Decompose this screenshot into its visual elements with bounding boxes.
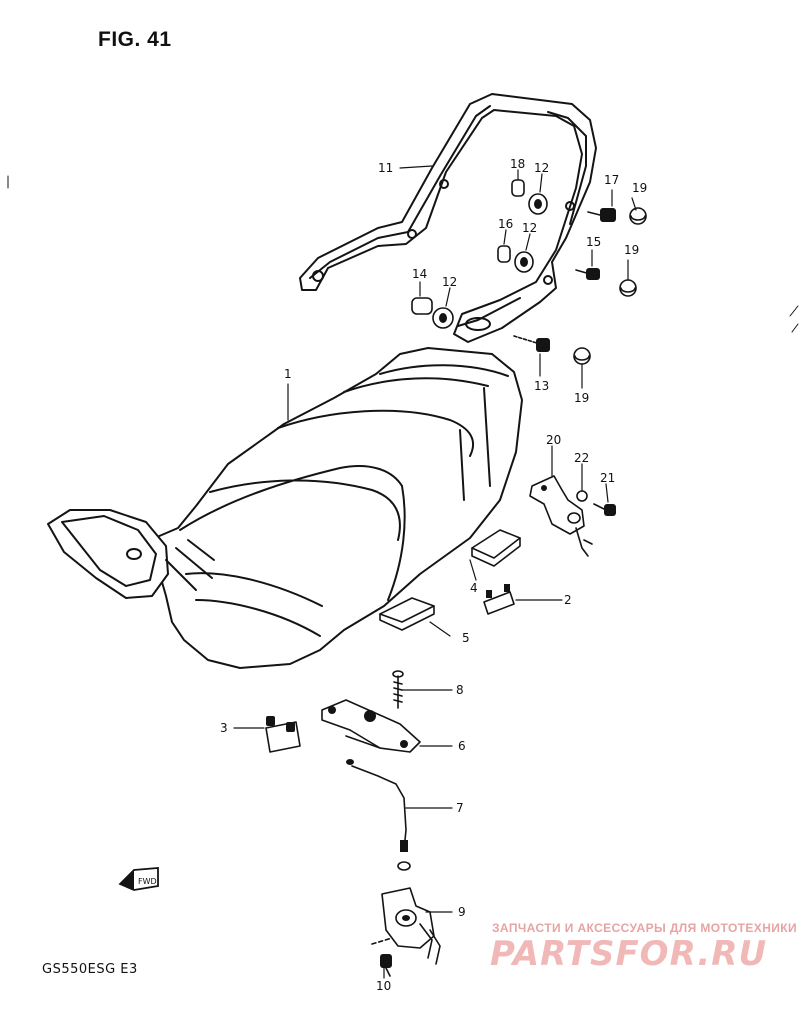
collar-16 — [497, 245, 511, 263]
callout-18: 18 — [510, 157, 525, 171]
callout-16: 16 — [498, 217, 513, 231]
callout-19-upper: 19 — [632, 181, 647, 195]
callout-19-lower: 19 — [574, 391, 589, 405]
callout-1: 1 — [284, 367, 292, 381]
fwd-label: FWD — [138, 877, 157, 886]
callout-13: 13 — [534, 379, 549, 393]
key-10 — [380, 954, 392, 977]
callout-4: 4 — [470, 581, 478, 595]
callout-15: 15 — [586, 235, 601, 249]
pad-4 — [471, 529, 521, 567]
cushion-12-lower — [432, 307, 454, 329]
damper-2 — [483, 584, 515, 615]
leader-lines — [233, 165, 637, 979]
callout-12-lower: 12 — [442, 275, 457, 289]
cushion-12-middle — [514, 251, 534, 273]
callout-labels: 11 1 2 3 4 5 6 7 8 9 10 18 12 16 12 14 1… — [220, 157, 647, 993]
cap-19-lower — [573, 347, 591, 365]
grab-rail — [299, 93, 597, 343]
watermark-tagline: ЗАПЧАСТИ И АКСЕССУАРЫ ДЛЯ МОТОТЕХНИКИ — [492, 921, 798, 935]
callout-3: 3 — [220, 721, 228, 735]
bolt-15 — [575, 268, 600, 280]
callout-20: 20 — [546, 433, 561, 447]
figure-title: FIG. 41 — [98, 28, 172, 51]
callout-6: 6 — [458, 739, 466, 753]
callout-11: 11 — [378, 161, 393, 175]
screw-8 — [392, 670, 404, 709]
forward-arrow-icon: FWD — [118, 867, 159, 891]
callout-9: 9 — [458, 905, 466, 919]
seat-hinge-6 — [321, 699, 421, 753]
scan-edge-marks — [7, 175, 799, 333]
collar-14 — [411, 297, 433, 315]
callout-12-upper: 12 — [534, 161, 549, 175]
callout-12-middle: 12 — [522, 221, 537, 235]
damper-3 — [265, 716, 301, 753]
cap-19-middle — [619, 279, 637, 297]
cushion-12-upper — [528, 193, 548, 215]
callout-14: 14 — [412, 267, 427, 281]
bolt-13 — [513, 335, 550, 352]
seat-assembly — [47, 347, 523, 669]
collar-18 — [511, 179, 525, 197]
callout-17: 17 — [604, 173, 619, 187]
callout-21: 21 — [600, 471, 615, 485]
cushion-5 — [379, 597, 435, 631]
seat-lock-9 — [371, 887, 441, 965]
callout-10: 10 — [376, 979, 391, 993]
bolt-17 — [587, 208, 616, 222]
washer-22 — [576, 490, 588, 502]
callout-19-middle: 19 — [624, 243, 639, 257]
cap-19-upper — [629, 207, 647, 225]
callout-2: 2 — [564, 593, 572, 607]
callout-5: 5 — [462, 631, 470, 645]
lock-20 — [529, 475, 593, 557]
callout-8: 8 — [456, 683, 464, 697]
callout-7: 7 — [456, 801, 464, 815]
model-code: GS550ESG E3 — [42, 962, 138, 977]
cable-7 — [346, 759, 411, 871]
callout-22: 22 — [574, 451, 589, 465]
bolt-21 — [593, 503, 616, 516]
watermark-logo: PARTSFOR.RU — [490, 934, 768, 974]
